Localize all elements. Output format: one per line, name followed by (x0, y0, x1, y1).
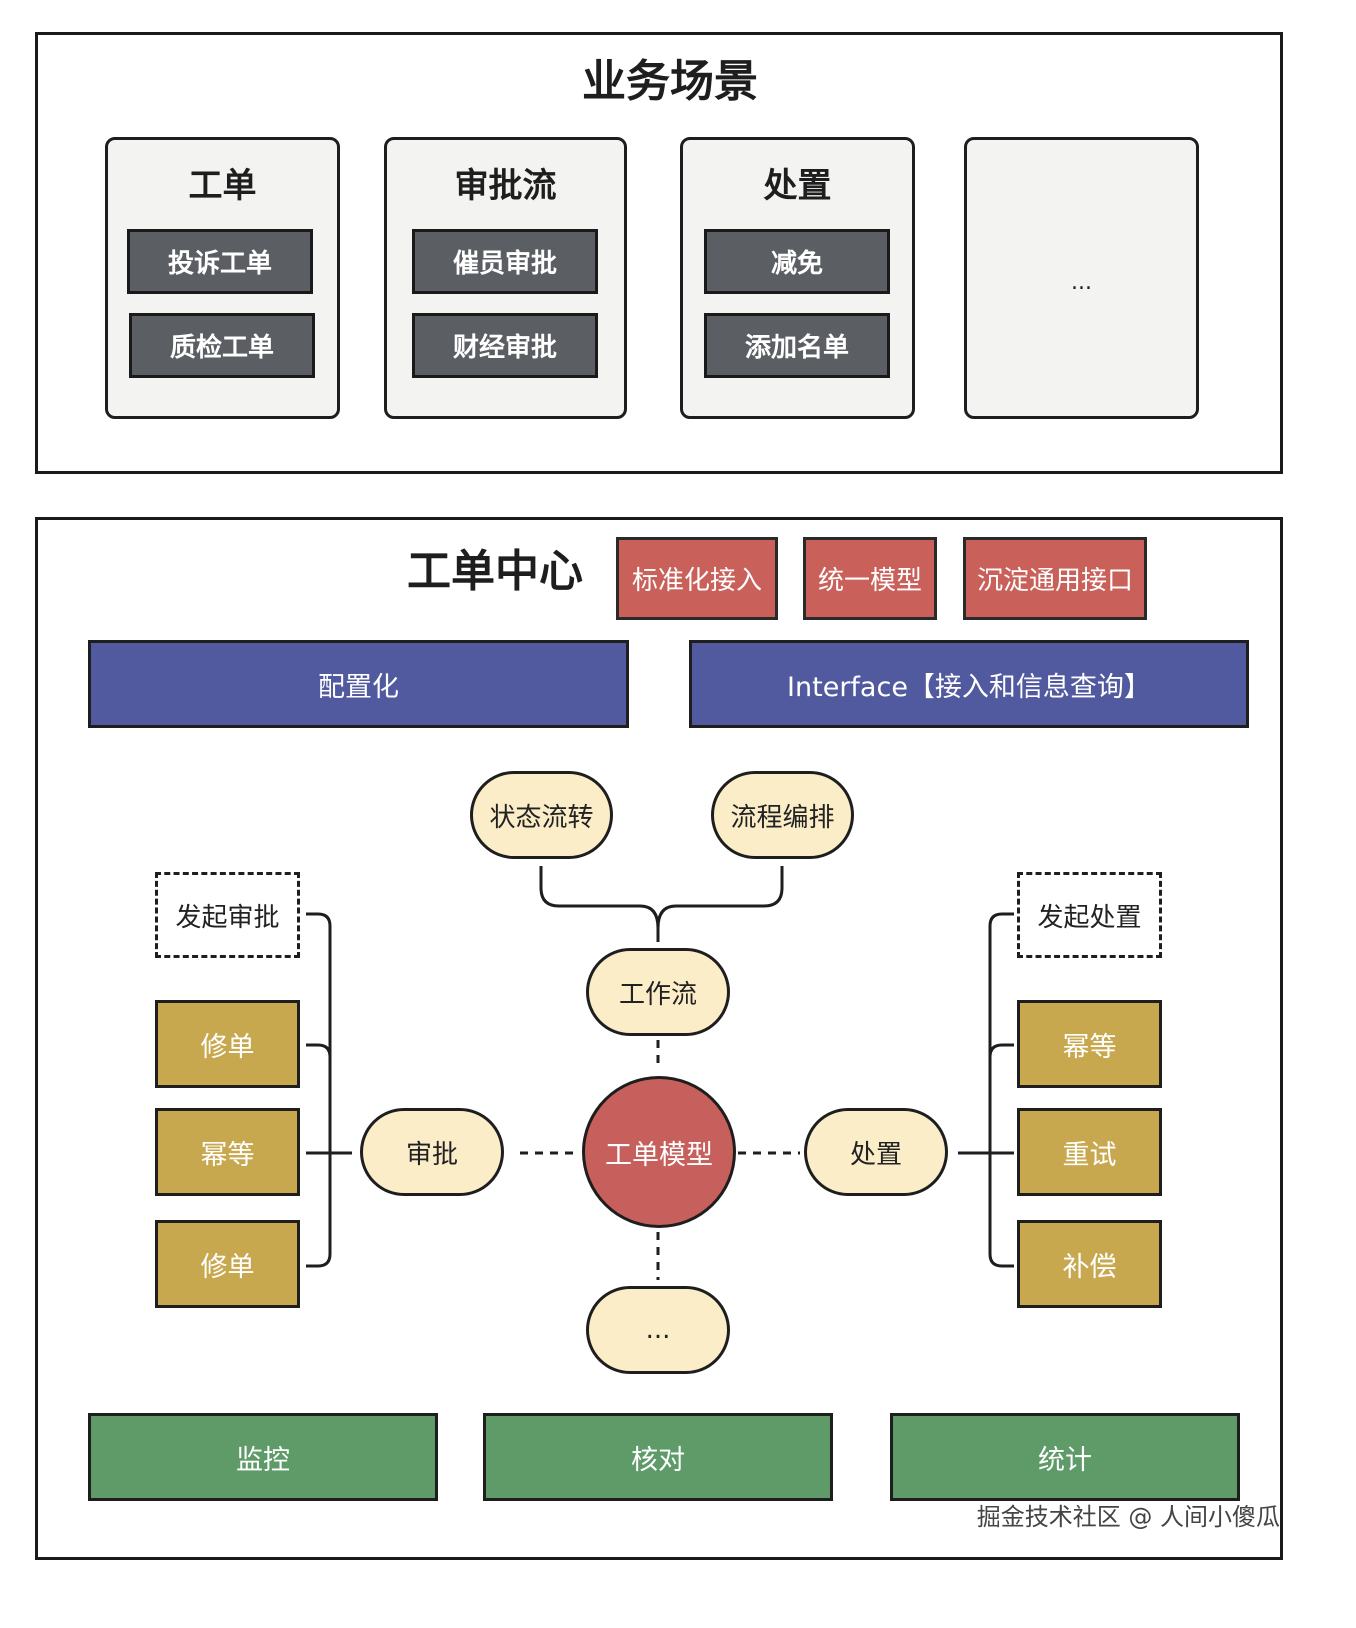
bar-statistics: 统计 (890, 1413, 1240, 1501)
card-more-ellipsis: ... (1071, 270, 1092, 295)
business-scenarios-title: 业务场景 (582, 56, 758, 107)
right-item-retry: 重试 (1017, 1108, 1162, 1196)
tag-unified-model: 统一模型 (803, 537, 937, 620)
left-item-idempotent: 幂等 (155, 1108, 300, 1196)
right-item-idempotent: 幂等 (1017, 1000, 1162, 1088)
left-item-repair-order-2: 修单 (155, 1220, 300, 1308)
work-order-center-title: 工单中心 (407, 546, 583, 597)
pill-more: ... (586, 1286, 730, 1374)
card-work-order-title: 工单 (188, 166, 257, 206)
pill-approval: 审批 (360, 1108, 504, 1196)
pill-state-transition: 状态流转 (470, 771, 613, 859)
card-approval-flow-title: 审批流 (454, 166, 557, 206)
initiate-approval-box: 发起审批 (155, 872, 300, 958)
bar-configuration: 配置化 (88, 640, 629, 728)
footer-credit: 掘金技术社区 @ 人间小傻瓜 (976, 1503, 1280, 1531)
pill-process-orchestration: 流程编排 (711, 771, 854, 859)
waiver-item: 减免 (704, 229, 890, 294)
bar-interface: Interface【接入和信息查询】 (689, 640, 1249, 728)
quality-check-order-item: 质检工单 (129, 313, 315, 378)
bar-monitoring: 监控 (88, 1413, 438, 1501)
collector-approval-item: 催员审批 (412, 229, 598, 294)
left-item-repair-order-1: 修单 (155, 1000, 300, 1088)
bar-reconciliation: 核对 (483, 1413, 833, 1501)
finance-approval-item: 财经审批 (412, 313, 598, 378)
core-work-order-model: 工单模型 (582, 1076, 736, 1228)
add-list-item: 添加名单 (704, 313, 890, 378)
complaint-order-item: 投诉工单 (127, 229, 313, 294)
pill-workflow: 工作流 (586, 948, 730, 1036)
tag-standard-access: 标准化接入 (616, 537, 778, 620)
pill-disposal: 处置 (804, 1108, 948, 1196)
card-disposal-title: 处置 (763, 166, 832, 206)
card-more (964, 137, 1199, 419)
initiate-disposal-box: 发起处置 (1017, 872, 1162, 958)
tag-common-interface: 沉淀通用接口 (963, 537, 1147, 620)
right-item-compensation: 补偿 (1017, 1220, 1162, 1308)
